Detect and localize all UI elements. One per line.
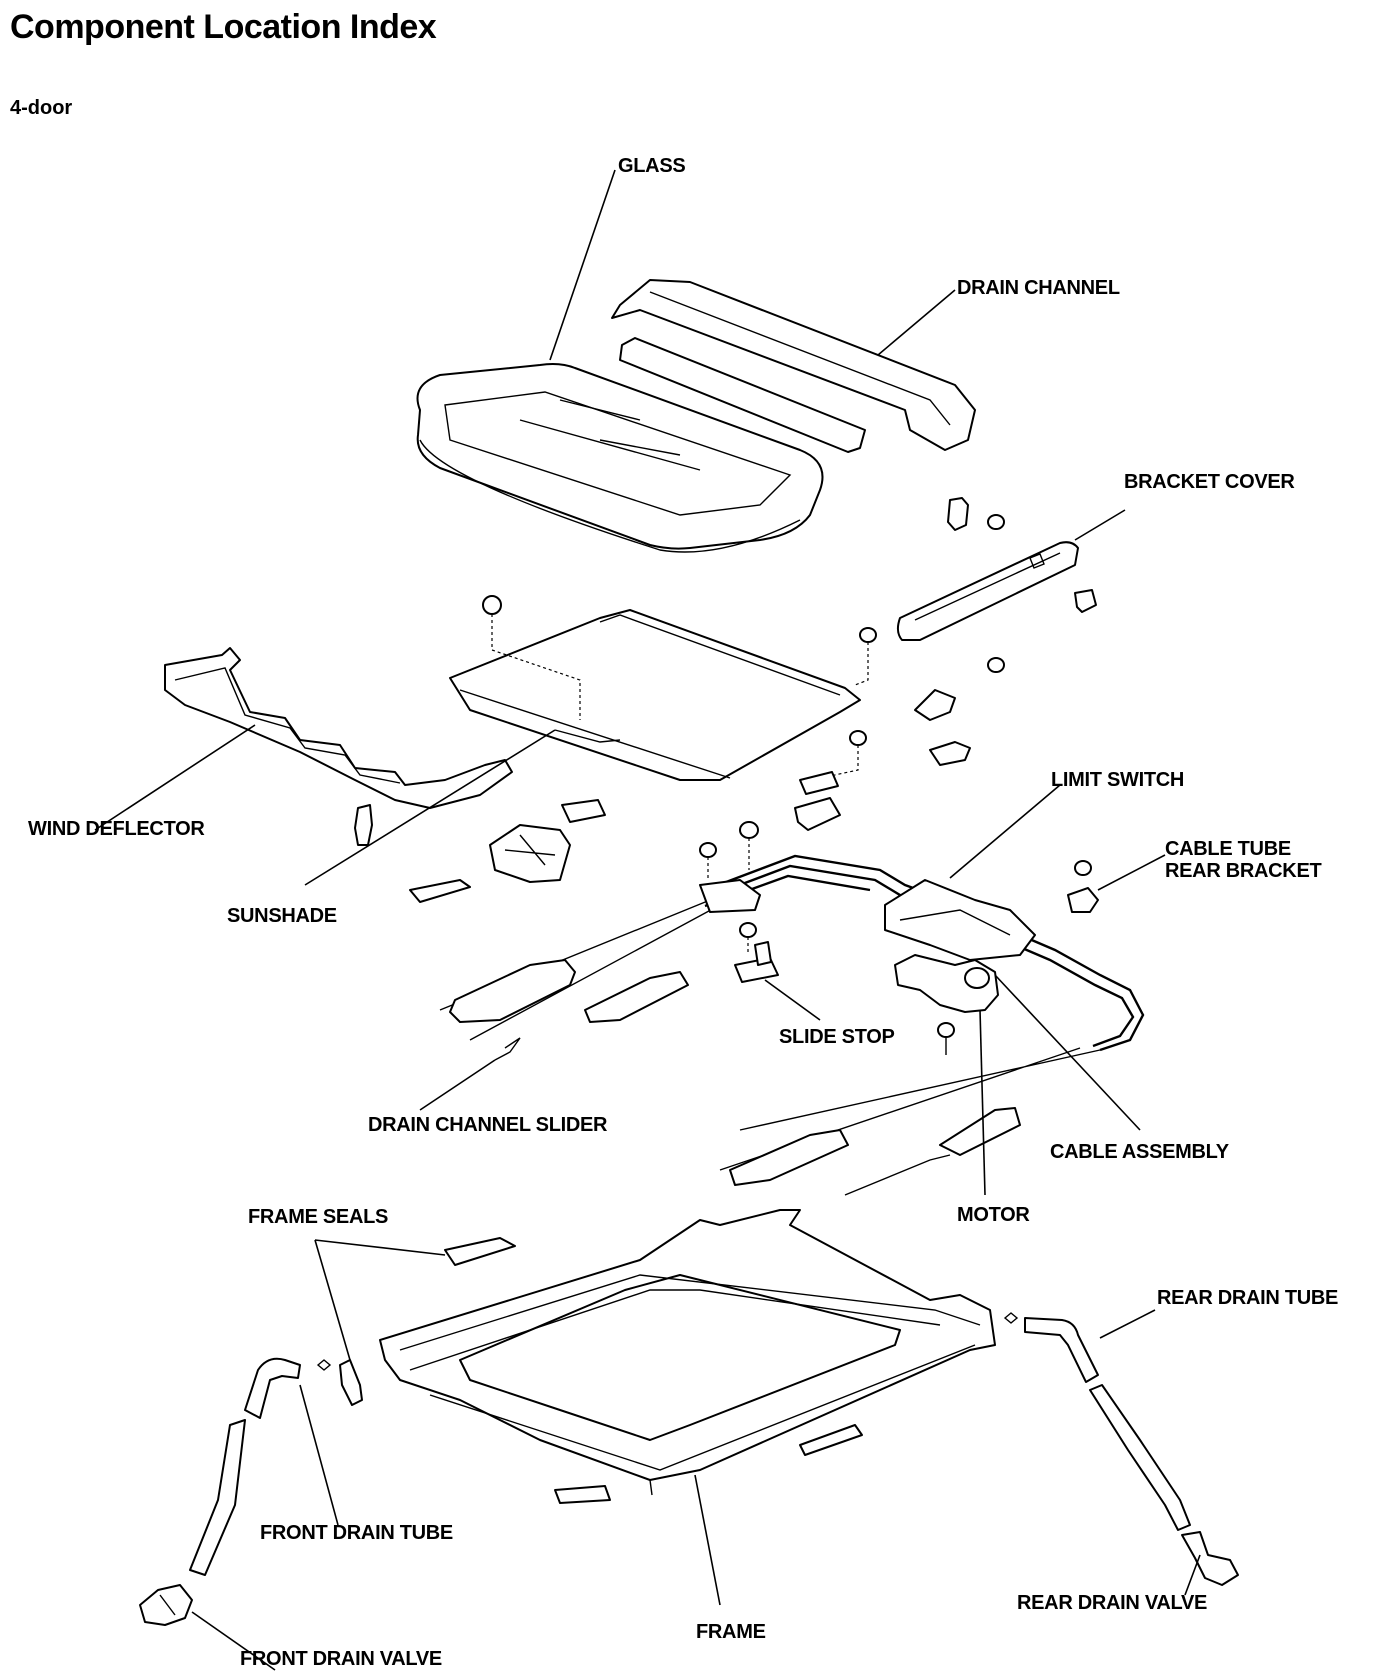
label-frame: FRAME <box>696 1621 766 1643</box>
label-motor: MOTOR <box>957 1204 1030 1226</box>
cable-assembly-part <box>439 854 1145 1171</box>
page-subtitle: 4-door <box>10 97 73 119</box>
label-drain-channel-slider: DRAIN CHANNEL SLIDER <box>368 1114 608 1136</box>
glass-part <box>416 363 824 553</box>
callout-labels: GLASS DRAIN CHANNEL BRACKET COVER WIND D… <box>28 155 1338 1670</box>
label-limit-switch: LIMIT SWITCH <box>1051 769 1184 791</box>
label-drain-channel: DRAIN CHANNEL <box>957 277 1120 299</box>
rear-drain-tube-part <box>1003 1312 1191 1531</box>
label-slide-stop: SLIDE STOP <box>779 1026 895 1048</box>
motor-part <box>894 954 999 1055</box>
label-cable-assembly: CABLE ASSEMBLY <box>1050 1141 1230 1163</box>
wind-deflector-part <box>164 647 513 846</box>
label-frame-seals: FRAME SEALS <box>248 1206 388 1228</box>
label-cable-tube-rear-bracket-line1: CABLE TUBE <box>1165 838 1291 860</box>
rear-drain-valve-part <box>1181 1531 1239 1586</box>
label-front-drain-tube: FRONT DRAIN TUBE <box>260 1522 453 1544</box>
mid-small-parts <box>409 821 1099 955</box>
label-cable-tube-rear-bracket-line2: REAR BRACKET <box>1165 860 1321 882</box>
drain-channel-slider-part <box>449 959 1021 1196</box>
frame-part <box>339 1209 996 1504</box>
page-title: Component Location Index <box>10 8 437 46</box>
label-bracket-cover: BRACKET COVER <box>1124 471 1295 493</box>
drain-channel-part <box>611 279 976 453</box>
label-wind-deflector: WIND DEFLECTOR <box>28 818 205 840</box>
label-rear-drain-valve: REAR DRAIN VALVE <box>1017 1592 1207 1614</box>
front-drain-tube-part <box>189 1357 332 1576</box>
slide-stop-part <box>734 941 779 983</box>
leader-lines <box>94 169 1201 1671</box>
label-front-drain-valve: FRONT DRAIN VALVE <box>240 1648 442 1670</box>
bracket-cover-part <box>896 497 1097 641</box>
label-sunshade: SUNSHADE <box>227 905 337 927</box>
label-rear-drain-tube: REAR DRAIN TUBE <box>1157 1287 1338 1309</box>
front-drain-valve-part <box>139 1584 193 1626</box>
label-glass: GLASS <box>618 155 685 177</box>
sunshade-part <box>449 595 1005 831</box>
